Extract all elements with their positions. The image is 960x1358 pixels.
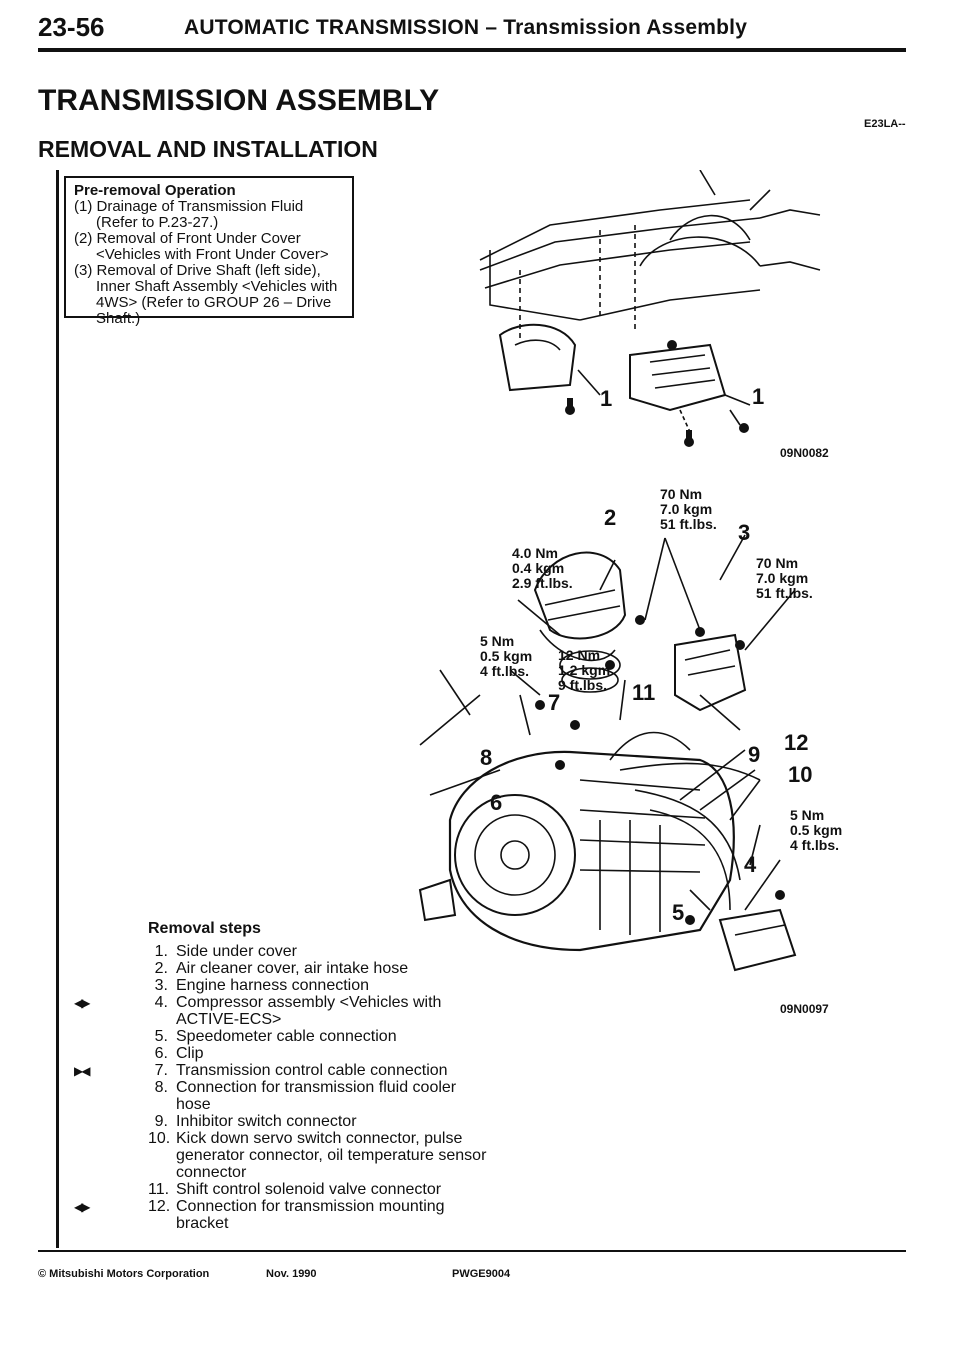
callout-10: 10 — [788, 762, 813, 787]
torque-spec-clip: 5 Nm 0.5 kgm 4 ft.lbs. — [480, 633, 533, 679]
step-item: 10.Kick down servo switch connector, pul… — [148, 1130, 487, 1181]
step-item: 6.Clip — [154, 1045, 204, 1062]
step-item: 3.Engine harness connection — [154, 977, 370, 994]
step-item: 2.Air cleaner cover, air intake hose — [154, 960, 409, 977]
step-item: ▶◀7.Transmission control cable connectio… — [74, 1062, 448, 1079]
service-point-mark: ▶◀ — [74, 1064, 91, 1078]
footer-copyright: © Mitsubishi Motors Corporation — [38, 1268, 210, 1280]
callout-8: 8 — [480, 745, 493, 770]
step-item: 9.Inhibitor switch connector — [154, 1113, 357, 1130]
pre-removal-item: (3) Removal of Drive Shaft (left side), … — [74, 262, 338, 327]
callout-1b: 1 — [752, 384, 765, 409]
callout-5: 5 — [672, 900, 685, 925]
footer-date: Nov. 1990 — [266, 1268, 317, 1280]
callout-2: 2 — [604, 505, 617, 530]
pre-removal-item: (1) Drainage of Transmission Fluid (Refe… — [74, 198, 304, 231]
torque-spec-cooler: 12 Nm 1.2 kgm 9 ft.lbs. — [558, 647, 611, 693]
callout-11: 11 — [632, 680, 656, 705]
step-item: 11.Shift control solenoid valve connecto… — [148, 1181, 442, 1198]
vehicle-undercover-diagram — [479, 170, 821, 447]
step-item: 8.Connection for transmission fluid cool… — [154, 1079, 457, 1113]
page-number: 23-56 — [38, 12, 105, 42]
callout-4: 4 — [744, 852, 757, 877]
footer-code: PWGE9004 — [452, 1268, 511, 1280]
torque-spec-compressor: 5 Nm 0.5 kgm 4 ft.lbs. — [790, 807, 843, 853]
left-margin-bar — [56, 170, 59, 1248]
step-item: ◀▶12.Connection for transmission mountin… — [74, 1198, 445, 1232]
service-point-mark: ◀▶ — [74, 996, 91, 1010]
footer-rule — [38, 1250, 906, 1252]
page-header-title: AUTOMATIC TRANSMISSION – Transmission As… — [184, 16, 748, 39]
pre-removal-box: Pre-removal Operation (1) Drainage of Tr… — [64, 176, 354, 327]
diagram-code-top: 09N0082 — [780, 446, 829, 460]
pre-removal-item: (2) Removal of Front Under Cover <Vehicl… — [74, 230, 329, 263]
section-code: E23LA-- — [864, 118, 906, 130]
removal-steps-title: Removal steps — [148, 920, 261, 937]
torque-spec-right: 70 Nm 7.0 kgm 51 ft.lbs. — [756, 555, 813, 601]
callout-6: 6 — [490, 790, 503, 815]
callout-9: 9 — [748, 742, 761, 767]
step-item: ◀▶4.Compressor assembly <Vehicles with A… — [74, 994, 442, 1028]
callout-3: 3 — [738, 520, 751, 545]
callout-12: 12 — [784, 730, 809, 755]
removal-steps: Removal steps 1.Side under cover 2.Air c… — [74, 920, 488, 1232]
torque-spec-air-cleaner: 4.0 Nm 0.4 kgm 2.9 ft.lbs. — [512, 545, 573, 591]
transmission-assembly-diagram — [418, 534, 797, 972]
step-item: 5.Speedometer cable connection — [154, 1028, 397, 1045]
torque-spec-upper: 70 Nm 7.0 kgm 51 ft.lbs. — [660, 486, 717, 532]
section-title: TRANSMISSION ASSEMBLY — [38, 84, 440, 117]
callout-1a: 1 — [600, 386, 613, 411]
step-item: 1.Side under cover — [154, 943, 297, 960]
service-point-mark: ◀▶ — [74, 1200, 91, 1214]
header-rule — [38, 48, 906, 52]
section-subtitle: REMOVAL AND INSTALLATION — [38, 136, 378, 162]
pre-removal-title: Pre-removal Operation — [74, 182, 236, 199]
callout-7: 7 — [548, 690, 561, 715]
diagram-code-main: 09N0097 — [780, 1002, 829, 1016]
